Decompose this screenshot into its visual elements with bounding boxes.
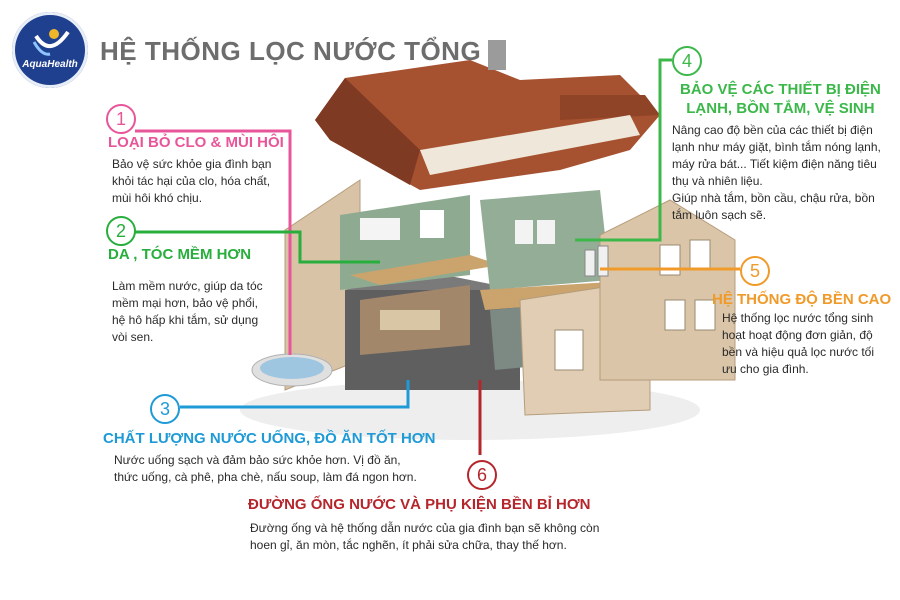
benefit-4-line: tắm luôn sạch sẽ. xyxy=(672,208,767,222)
benefit-4-heading-line: BẢO VỆ CÁC THIẾT BỊ ĐIỆN xyxy=(680,81,881,98)
benefit-4-line: lạnh như máy giặt, bình tắm nóng lạnh, xyxy=(672,140,881,154)
benefit-2-line: vòi sen. xyxy=(112,330,154,344)
page-title: HỆ THỐNG LỌC NƯỚC TỔNG xyxy=(100,36,482,66)
benefit-5-description: Hệ thống lọc nước tổng sinh hoạt hoạt độ… xyxy=(722,310,874,378)
benefit-4-heading-line: LẠNH, BỒN TẮM, VỆ SINH xyxy=(686,100,875,117)
benefit-3-line: Nước uống sạch và đảm bảo sức khỏe hơn. … xyxy=(114,453,401,467)
benefit-5-line: ưu cho gia đình. xyxy=(722,362,809,376)
benefit-2-description: Làm mềm nước, giúp da tóc mềm mại hơn, b… xyxy=(112,278,263,346)
benefit-6-description: Đường ống và hệ thống dẫn nước của gia đ… xyxy=(250,520,599,554)
aqua-health-logo: AquaHealth xyxy=(12,12,88,88)
logo-text: AquaHealth xyxy=(22,59,78,70)
benefit-2-line: Làm mềm nước, giúp da tóc xyxy=(112,279,263,293)
benefit-5-line: Hệ thống lọc nước tổng sinh xyxy=(722,311,874,325)
benefit-6-line: hoen gỉ, ăn mòn, tắc nghẽn, ít phải sửa … xyxy=(250,538,567,552)
benefit-5-number-badge: 5 xyxy=(740,256,770,286)
benefit-1-number-badge: 1 xyxy=(106,104,136,134)
benefit-6-heading: ĐƯỜNG ỐNG NƯỚC VÀ PHỤ KIỆN BỀN BỈ HƠN xyxy=(248,496,591,513)
benefit-2-line: hệ hô hấp khi tắm, sử dụng xyxy=(112,313,259,327)
benefit-5-line: bền và hiệu quả lọc nước tối xyxy=(722,345,874,359)
logo-swirl-icon xyxy=(32,29,70,56)
benefit-4-line: Nâng cao độ bền của các thiết bị điện xyxy=(672,123,873,137)
benefit-2-line: mềm mại hơn, bảo vệ phổi, xyxy=(112,296,258,310)
benefit-1-line: mùi hôi khó chịu. xyxy=(112,191,203,205)
benefit-3-heading: CHẤT LƯỢNG NƯỚC UỐNG, ĐỒ ĂN TỐT HƠN xyxy=(103,430,436,447)
benefit-4-line: Giúp nhà tắm, bồn cầu, chậu rửa, bồn xyxy=(672,191,875,205)
benefit-4-heading: BẢO VỆ CÁC THIẾT BỊ ĐIỆN LẠNH, BỒN TẮM, … xyxy=(680,80,881,118)
benefit-3-number-badge: 3 xyxy=(150,394,180,424)
benefit-2-heading: DA , TÓC MỀM HƠN xyxy=(108,246,252,263)
benefit-3-line: thức uống, cà phê, pha chè, nấu soup, là… xyxy=(114,470,417,484)
benefit-1-description: Bảo vệ sức khỏe gia đình bạn khỏi tác hạ… xyxy=(112,156,271,207)
benefit-1-heading: LOẠI BỎ CLO & MÙI HÔI xyxy=(108,134,284,151)
benefit-3-description: Nước uống sạch và đảm bảo sức khỏe hơn. … xyxy=(114,452,417,486)
benefit-5-heading: HỆ THỐNG ĐỘ BỀN CAO xyxy=(712,291,892,308)
benefit-6-number-badge: 6 xyxy=(467,460,497,490)
benefit-1-line: khỏi tác hại của clo, hóa chất, xyxy=(112,174,271,188)
benefit-4-line: máy rửa bát... Tiết kiệm điện năng tiêu xyxy=(672,157,877,171)
benefit-1-line: Bảo vệ sức khỏe gia đình bạn xyxy=(112,157,272,171)
benefit-4-line: thụ và nhiên liệu. xyxy=(672,174,763,188)
benefit-2-number-badge: 2 xyxy=(106,216,136,246)
benefit-4-description: Nâng cao độ bền của các thiết bị điện lạ… xyxy=(672,122,881,224)
benefit-5-line: hoạt hoạt động đơn giản, độ xyxy=(722,328,873,342)
benefit-6-line: Đường ống và hệ thống dẫn nước của gia đ… xyxy=(250,521,600,535)
benefit-4-number-badge: 4 xyxy=(672,46,702,76)
